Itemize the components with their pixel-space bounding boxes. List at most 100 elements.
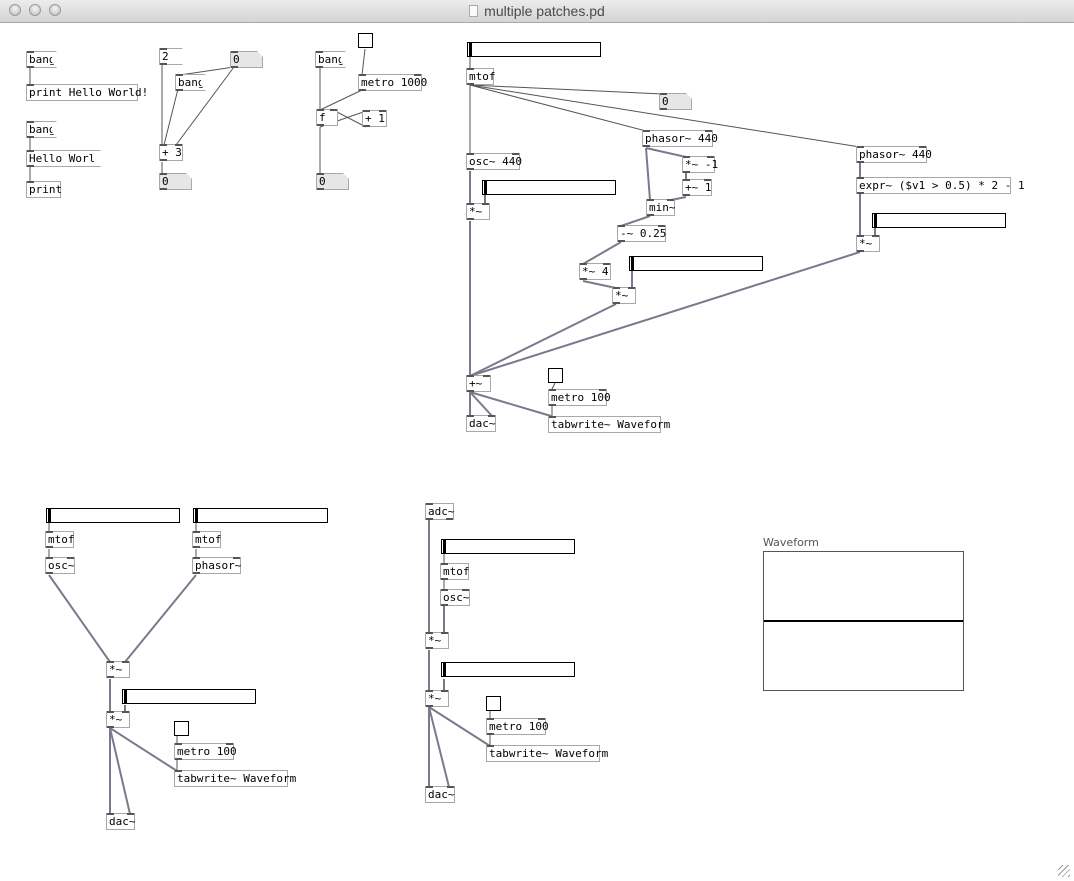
patch-canvas[interactable]: bang print Hello World! bang Hello World… xyxy=(0,23,1074,881)
number-atom[interactable]: 0 xyxy=(230,51,263,68)
add-1-text: +~ 1 xyxy=(685,181,712,194)
mtof-text: mtof xyxy=(48,533,75,546)
phasor-440-object[interactable]: phasor~ 440 xyxy=(856,146,932,163)
dac-object[interactable]: dac~ xyxy=(106,813,136,830)
bang-message-text: bang xyxy=(178,76,205,89)
phasor-440-object[interactable]: phasor~ 440 xyxy=(642,130,718,147)
adc-object[interactable]: adc~ xyxy=(425,503,455,520)
min-text: min~ xyxy=(649,201,676,214)
print-hello-object[interactable]: print Hello World! xyxy=(26,84,148,101)
mtof-object[interactable]: mtof xyxy=(440,563,470,580)
horizontal-slider[interactable] xyxy=(441,662,575,677)
metro-1000-text: metro 1000 xyxy=(361,76,428,89)
horizontal-slider[interactable] xyxy=(46,508,180,523)
adc-text: adc~ xyxy=(428,505,455,518)
subtract-025-object[interactable]: -~ 0.25 xyxy=(617,225,666,242)
osc-440-text: osc~ 440 xyxy=(469,155,522,168)
number-atom[interactable]: 0 xyxy=(659,93,692,110)
number-message[interactable]: 2 xyxy=(159,48,183,65)
min-object[interactable]: min~ xyxy=(646,199,676,216)
close-window-button[interactable] xyxy=(9,4,21,16)
tabwrite-object[interactable]: tabwrite~ Waveform xyxy=(174,770,296,787)
bang-message[interactable]: bang xyxy=(26,121,57,138)
osc-object[interactable]: osc~ xyxy=(45,557,75,574)
multiply-signal-text: *~ xyxy=(859,237,873,250)
mtof-text: mtof xyxy=(195,533,222,546)
mtof-object[interactable]: mtof xyxy=(466,68,496,85)
bang-message[interactable]: bang xyxy=(175,74,206,91)
horizontal-slider[interactable] xyxy=(482,180,616,195)
title-bar[interactable]: multiple patches.pd xyxy=(0,0,1074,23)
bang-message-text: bang xyxy=(29,123,56,136)
bang-message[interactable]: bang xyxy=(315,51,346,68)
dac-object[interactable]: dac~ xyxy=(466,415,496,432)
multiply-4-object[interactable]: *~ 4 xyxy=(579,263,611,280)
array-name-label: Waveform xyxy=(763,536,819,549)
phasor-text: phasor~ xyxy=(195,559,242,572)
bang-message[interactable]: bang xyxy=(26,51,57,68)
metro-1000-object[interactable]: metro 1000 xyxy=(358,74,427,91)
expr-object[interactable]: expr~ ($v1 > 0.5) * 2 - 1 xyxy=(856,177,1025,194)
window-title-wrap: multiple patches.pd xyxy=(0,3,1074,19)
minimize-window-button[interactable] xyxy=(29,4,41,16)
multiply-signal-text: *~ xyxy=(615,289,629,302)
mtof-object[interactable]: mtof xyxy=(192,531,222,548)
number-atom-value: 0 xyxy=(319,175,326,188)
tabwrite-text: tabwrite~ Waveform xyxy=(489,747,609,760)
metro-100-object[interactable]: metro 100 xyxy=(174,743,237,760)
horizontal-slider[interactable] xyxy=(467,42,601,57)
document-icon xyxy=(469,5,479,17)
multiply-signal-object[interactable]: *~ xyxy=(466,203,490,220)
float-text: f xyxy=(319,111,326,124)
horizontal-slider[interactable] xyxy=(872,213,1006,228)
add-1-object[interactable]: +~ 1 xyxy=(682,179,712,196)
tabwrite-object[interactable]: tabwrite~ Waveform xyxy=(548,416,670,433)
osc-text: osc~ xyxy=(443,591,470,604)
metro-100-object[interactable]: metro 100 xyxy=(486,718,549,735)
horizontal-slider[interactable] xyxy=(122,689,256,704)
number-message-text: 2 xyxy=(162,50,169,63)
zoom-window-button[interactable] xyxy=(49,4,61,16)
number-atom[interactable]: 0 xyxy=(159,173,192,190)
number-atom-value: 0 xyxy=(662,95,669,108)
multiply-signal-object[interactable]: *~ xyxy=(425,632,449,649)
hello-world-text: Hello World xyxy=(29,152,102,165)
multiply-signal-object[interactable]: *~ xyxy=(106,661,130,678)
osc-object[interactable]: osc~ xyxy=(440,589,470,606)
phasor-object[interactable]: phasor~ xyxy=(192,557,241,574)
dac-object[interactable]: dac~ xyxy=(425,786,455,803)
plus-1-object[interactable]: + 1 xyxy=(362,110,387,127)
print-object[interactable]: print xyxy=(26,181,63,198)
hello-world-message[interactable]: Hello World xyxy=(26,150,101,167)
horizontal-slider[interactable] xyxy=(193,508,328,523)
toggle[interactable] xyxy=(486,696,501,711)
metro-100-object[interactable]: metro 100 xyxy=(548,389,611,406)
dac-text: dac~ xyxy=(428,788,455,801)
toggle[interactable] xyxy=(358,33,373,48)
window-title: multiple patches.pd xyxy=(484,3,605,19)
add-signal-object[interactable]: +~ xyxy=(466,375,491,392)
plus-1-text: + 1 xyxy=(365,112,385,125)
toggle[interactable] xyxy=(174,721,189,736)
plus-3-object[interactable]: + 3 xyxy=(159,144,183,161)
osc-440-object[interactable]: osc~ 440 xyxy=(466,153,522,170)
mtof-object[interactable]: mtof xyxy=(45,531,75,548)
toggle[interactable] xyxy=(548,368,563,383)
print-text: print xyxy=(29,183,63,196)
resize-grip-icon[interactable] xyxy=(1058,865,1070,877)
number-atom-value: 0 xyxy=(233,53,240,66)
float-object[interactable]: f xyxy=(316,109,338,126)
multiply-signal-object[interactable]: *~ xyxy=(612,287,636,304)
multiply-neg1-object[interactable]: *~ -1 xyxy=(682,156,718,173)
waveform-array-graph[interactable] xyxy=(763,551,964,691)
multiply-signal-object[interactable]: *~ xyxy=(856,235,880,252)
tabwrite-object[interactable]: tabwrite~ Waveform xyxy=(486,745,608,762)
expr-text: expr~ ($v1 > 0.5) * 2 - 1 xyxy=(859,179,1025,192)
number-atom[interactable]: 0 xyxy=(316,173,349,190)
multiply-signal-object[interactable]: *~ xyxy=(425,690,449,707)
horizontal-slider[interactable] xyxy=(441,539,575,554)
multiply-signal-object[interactable]: *~ xyxy=(106,711,130,728)
tabwrite-text: tabwrite~ Waveform xyxy=(551,418,671,431)
multiply-signal-text: *~ xyxy=(428,692,442,705)
horizontal-slider[interactable] xyxy=(629,256,763,271)
